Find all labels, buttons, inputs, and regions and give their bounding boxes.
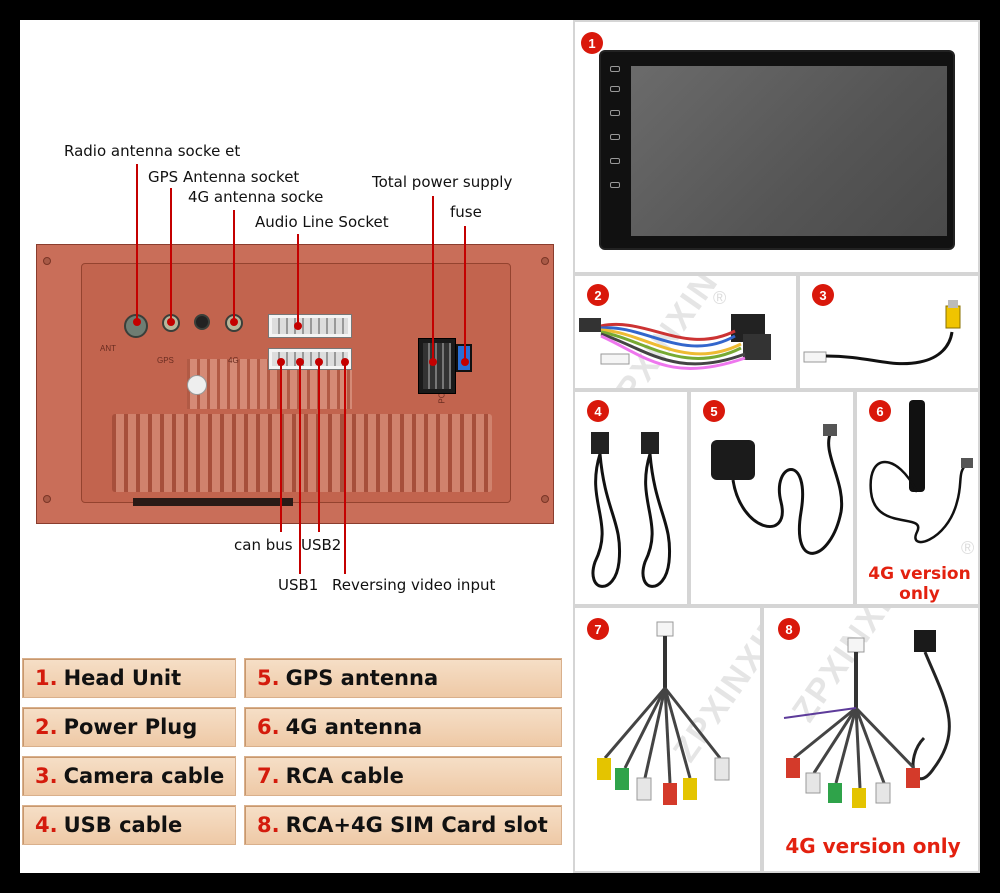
camera-cable-image [803,300,961,366]
pointer-gps-antenna [167,188,175,326]
legend-item: 8. RCA+4G SIM Card slot [244,805,562,845]
legend-label: Power Plug [63,715,198,739]
callout-usb1: USB1 [278,576,319,594]
legend-label: GPS antenna [285,666,439,690]
gps-antenna-image [711,424,844,555]
legend-label: RCA+4G SIM Card slot [285,813,548,837]
cooling-fins [112,414,492,492]
hu-button [610,86,620,92]
callout-can-bus: can bus [234,536,293,554]
registered-mark: ® [961,538,975,558]
package-contents-grid: 1 2 ZPXINXIN ® [573,20,980,873]
legend-number: 4. [35,813,58,837]
badge-7: 7 [587,618,609,640]
legend: 1. Head Unit 2. Power Plug 3. Camera cab… [22,658,564,868]
legend-number: 5. [257,666,280,690]
legend-number: 8. [257,813,280,837]
pointer-usb2 [315,358,323,532]
badge-1: 1 [581,32,603,54]
port-label-ant: ANT [100,344,116,353]
rca-sim-image [783,630,951,808]
cell-gps-antenna: 5 [689,390,855,606]
pointer-radio-antenna [133,164,141,326]
badge-4: 4 [587,400,609,422]
legend-item: 5. GPS antenna [244,658,562,698]
port-label-gps: GPS [157,356,174,365]
callout-fuse: fuse [450,203,482,221]
mic-port [194,314,210,330]
cell-usb-cable: 4 [573,390,689,606]
product-sheet: Radio antenna socke et GPS Antenna socke… [20,20,980,873]
badge-6: 6 [869,400,891,422]
legend-item: 7. RCA cable [244,756,562,796]
badge-2: 2 [587,284,609,306]
note-4g-version-only: 4G version only [785,834,961,858]
legend-label: RCA cable [285,764,404,788]
legend-item: 1. Head Unit [22,658,236,698]
legend-label: Head Unit [63,666,182,690]
legend-label: USB cable [63,813,183,837]
pointer-total-power [429,196,437,366]
4g-antenna-image [869,400,973,544]
callout-audio-line: Audio Line Socket [255,213,389,231]
legend-number: 3. [35,764,58,788]
badge-3: 3 [812,284,834,306]
screw [43,257,51,265]
head-unit-screen [631,66,947,236]
legend-number: 1. [35,666,58,690]
hu-button [610,66,620,72]
callout-radio-antenna: Radio antenna socke et [64,142,241,160]
legend-number: 2. [35,715,58,739]
registered-mark: ® [713,288,727,308]
cell-rca-cable: 7 ZPXINXIN [573,606,762,873]
legend-item: 3. Camera cable [22,756,236,796]
legend-label: 4G antenna [285,715,423,739]
callout-usb2: USB2 [301,536,342,554]
pointer-reversing-video [341,358,349,574]
pointer-usb1 [296,358,304,574]
callout-4g-antenna: 4G antenna socke [188,188,324,206]
legend-item: 4. USB cable [22,805,236,845]
hu-button [610,134,620,140]
cell-head-unit: 1 [573,20,980,274]
hu-button [610,110,620,116]
cell-4g-antenna: 6 ® 4G version only [855,390,980,606]
badge-5: 5 [703,400,725,422]
hu-button [610,158,620,164]
legend-number: 6. [257,715,280,739]
callout-gps-antenna: GPS Antenna socket [148,168,300,186]
cell-power-plug: 2 ZPXINXIN ® [573,274,798,390]
pointer-audio-line [294,234,302,330]
legend-label: Camera cable [63,764,225,788]
card-slot [133,498,293,506]
legend-number: 7. [257,764,280,788]
audio-line-connector [268,314,352,338]
pointer-fuse [461,226,469,366]
screw [43,495,51,503]
note-4g-version-only: 4G version only [868,564,971,604]
port-label-4g: 4G [228,356,239,365]
power-connector [418,338,456,394]
head-unit-image [599,50,955,250]
screw [541,495,549,503]
usb-video-connectors [268,348,352,370]
legend-item: 6. 4G antenna [244,707,562,747]
screw [541,257,549,265]
pointer-can-bus [277,358,285,532]
cell-rca-sim-slot: 8 ZPXINXIN 4G version [762,606,980,873]
cell-camera-cable: 3 [798,274,980,390]
head-unit-rear: ANT GPS 4G POWER [36,244,554,524]
rca-cable-image [597,621,730,805]
usb-cable-image [591,432,672,588]
pointer-4g-antenna [230,210,238,326]
hu-button [610,182,620,188]
legend-item: 2. Power Plug [22,707,236,747]
badge-8: 8 [778,618,800,640]
callout-reversing-video: Reversing video input [332,576,496,594]
qc-sticker [187,375,207,395]
callout-total-power: Total power supply [372,173,513,191]
power-plug-image [579,314,771,370]
rear-panel-diagram: Radio antenna socke et GPS Antenna socke… [20,20,570,640]
